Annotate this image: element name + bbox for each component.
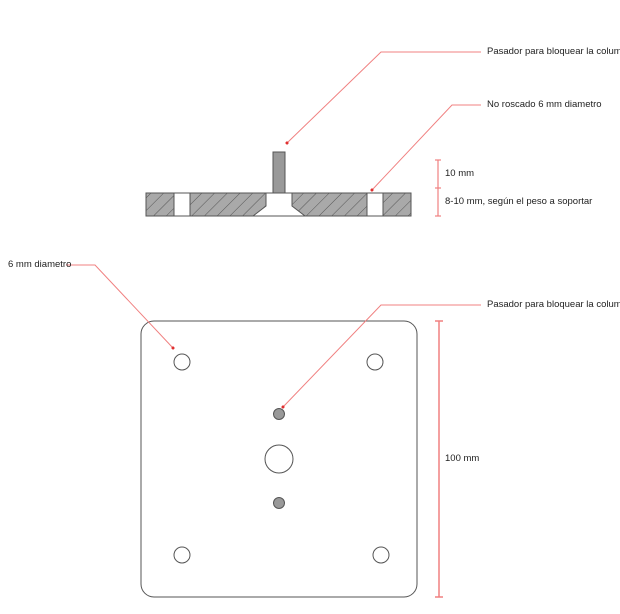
locking-pin	[272, 151, 286, 194]
label-dim-100: 100 mm	[445, 453, 480, 464]
pin-dot	[273, 497, 285, 509]
leader-pin-top	[285, 51, 481, 145]
mount-hole	[372, 546, 390, 564]
label-hole-diameter: 6 mm diametro	[8, 259, 72, 270]
mount-hole	[173, 546, 191, 564]
label-pin-top: Pasador para bloquear la columna	[487, 46, 620, 57]
mount-hole	[173, 353, 191, 371]
plan-view	[140, 320, 418, 598]
label-pin-plan: Pasador para bloquear la columna	[487, 299, 620, 310]
section-view	[145, 151, 412, 217]
side-hole-right	[366, 192, 384, 217]
center-hole	[264, 444, 294, 474]
leader-pin-plan	[281, 304, 481, 409]
center-cavity	[251, 192, 307, 217]
mount-hole	[366, 353, 384, 371]
side-hole-left	[173, 192, 191, 217]
label-dim-plate: 8-10 mm, según el peso a soportar	[445, 196, 593, 207]
dimension-thickness	[435, 159, 441, 217]
label-dim-10: 10 mm	[445, 168, 475, 179]
dimension-100mm	[435, 320, 443, 598]
label-hole-side: No roscado 6 mm diametro	[487, 99, 602, 110]
pin-dot	[273, 408, 285, 420]
leader-hole-side	[370, 104, 481, 192]
leader-hole-diameter	[66, 264, 175, 350]
